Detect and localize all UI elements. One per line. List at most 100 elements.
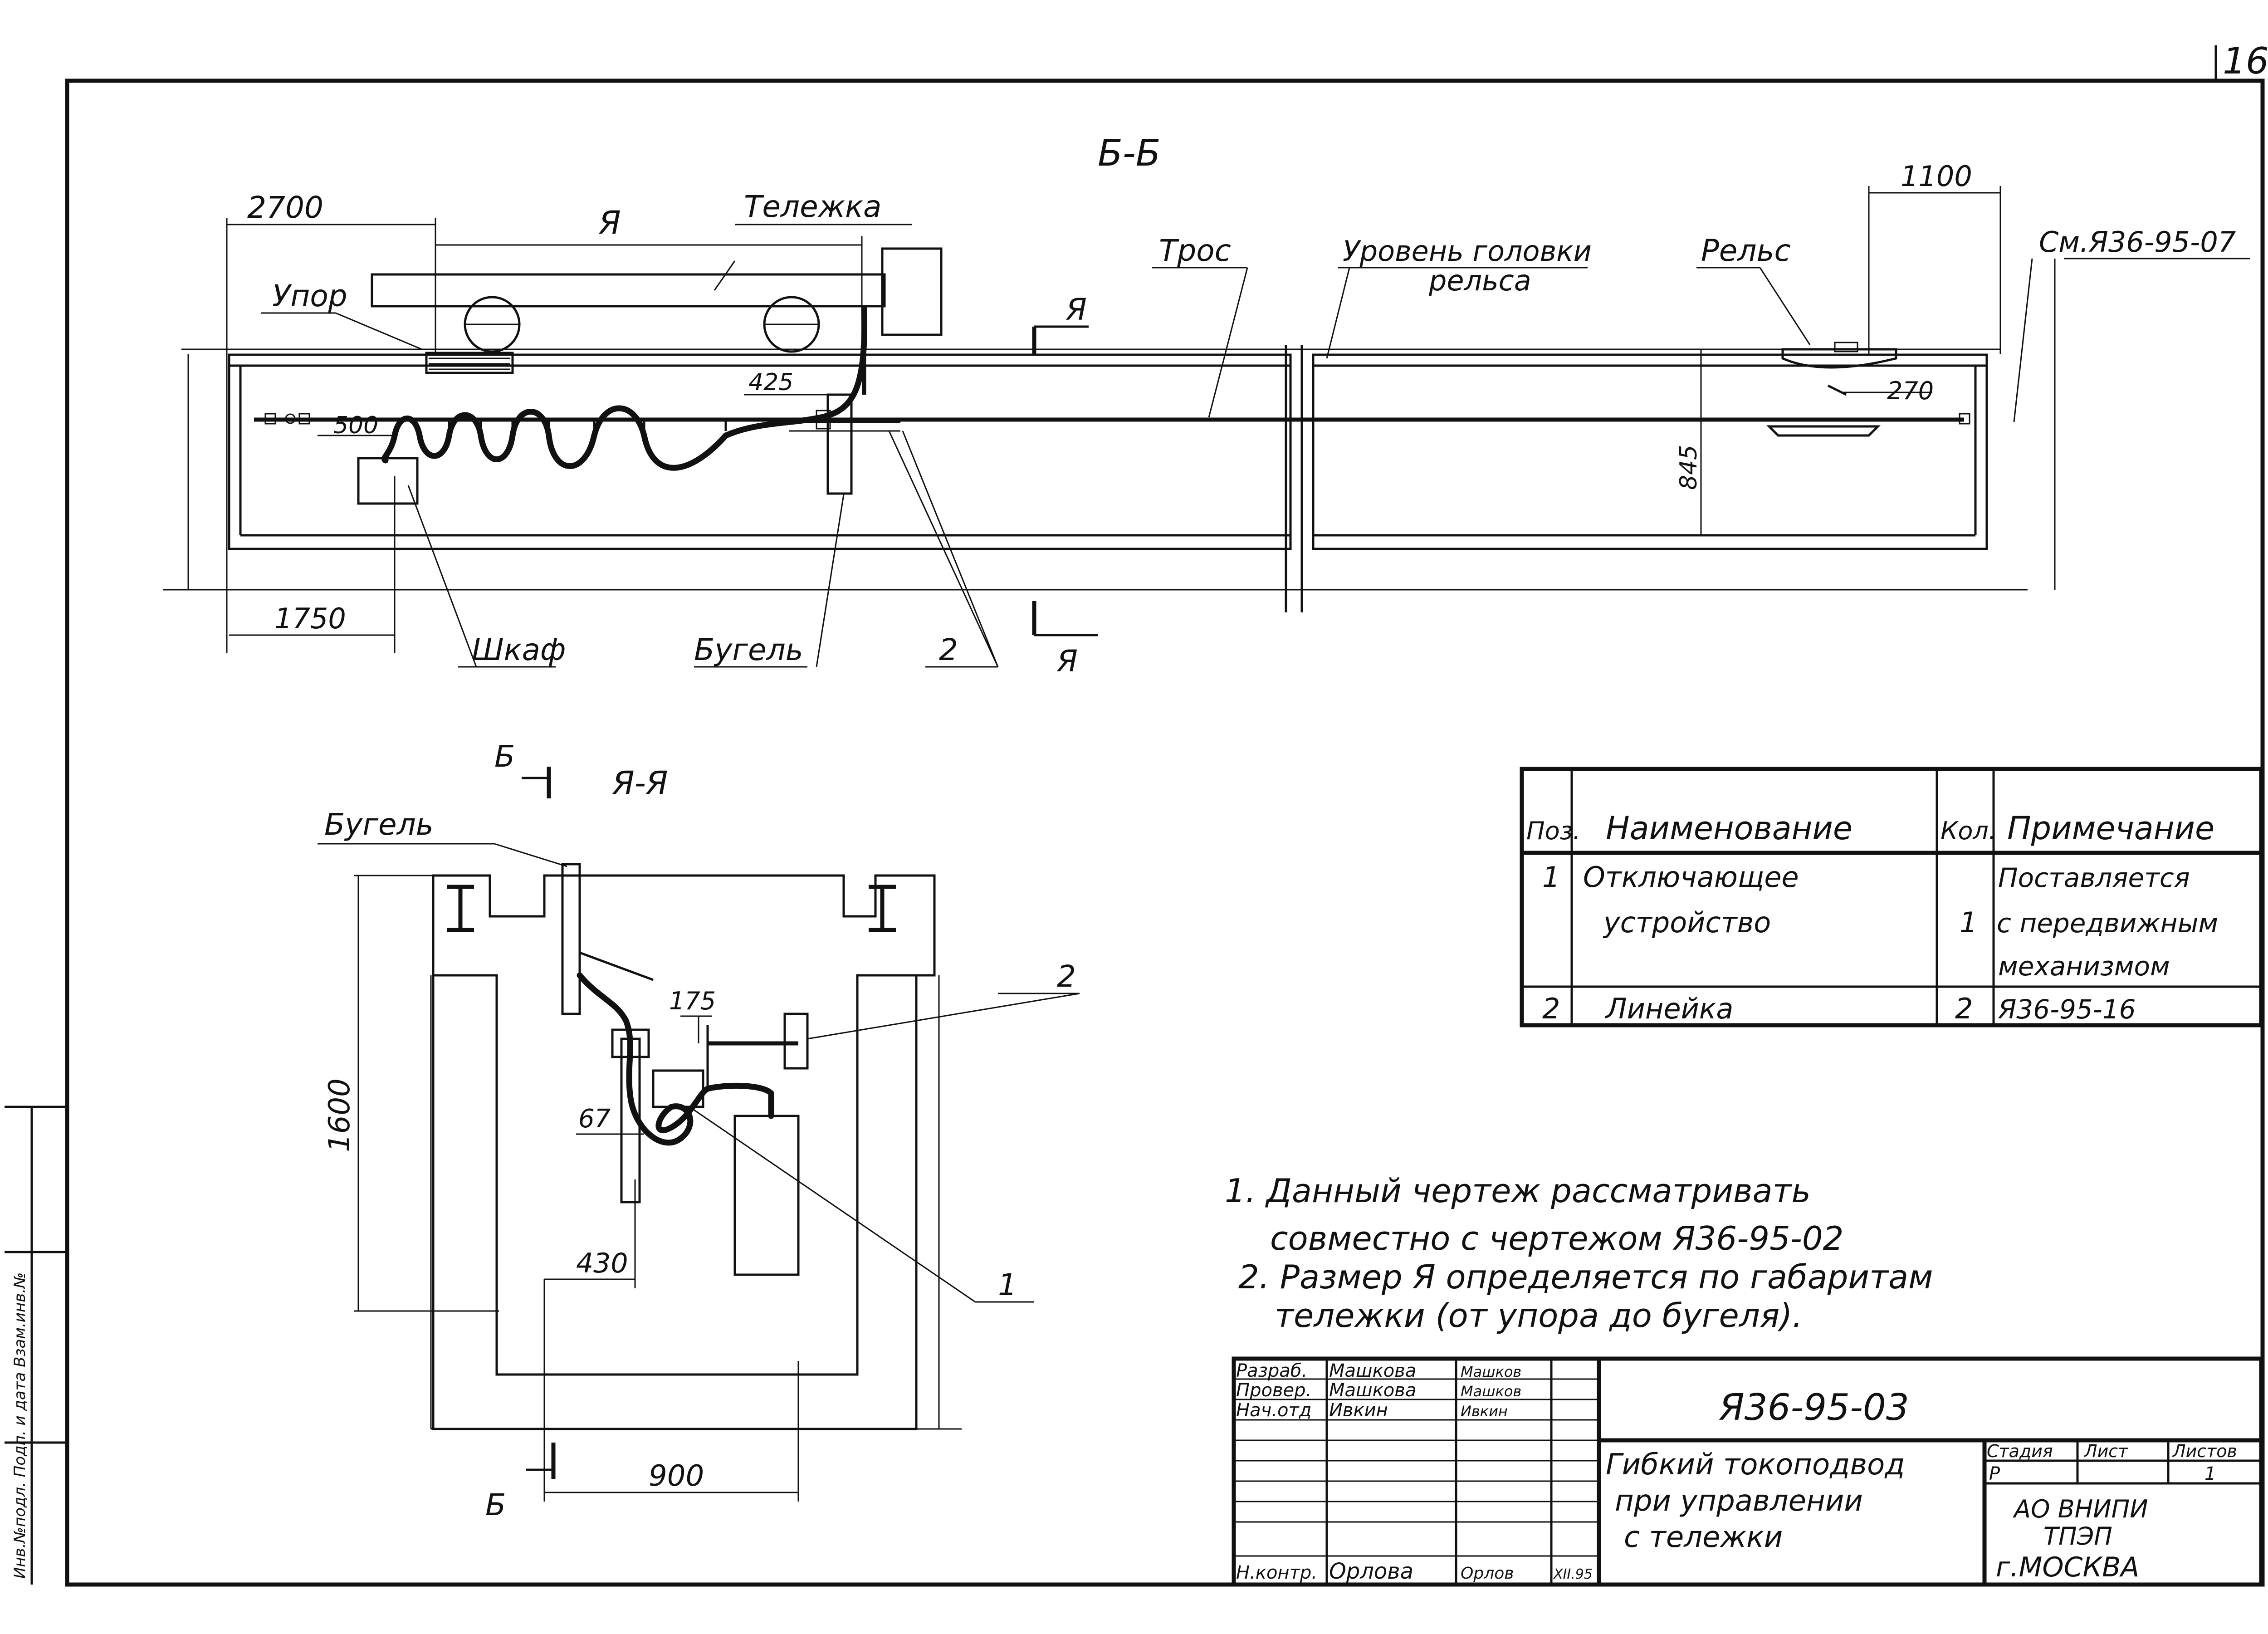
bugel-plate [561, 863, 581, 1015]
bugel-label-aa: Бугель [324, 807, 434, 842]
see-reference: См.Я36-95-07 [2039, 225, 2236, 259]
sheets-header: Листов [2172, 1441, 2237, 1461]
dim-175: 175 [669, 987, 716, 1015]
note-line-4: тележки (от упора до бугеля). [1275, 1296, 1803, 1335]
stage-value: Р [1989, 1463, 2000, 1484]
pos-2-label-bb: 2 [939, 632, 958, 667]
spec-row2-name: устройство [1603, 906, 1771, 939]
rail-detail [1766, 342, 1897, 437]
bugel-label-bb: Бугель [694, 632, 803, 667]
stage-header: Стадия [1987, 1441, 2053, 1461]
spec-row2-note: с передвижным [1997, 908, 2218, 939]
role-checker: Провер. [1236, 1380, 1311, 1401]
rail-label: Рельс [1701, 233, 1791, 268]
org-line-2: ТПЭП [2043, 1522, 2112, 1551]
spec-row1-note: Поставляется [1998, 862, 2190, 893]
flexible-cable [381, 305, 868, 471]
spec-header-pos: Поз. [1526, 817, 1581, 845]
spec-row3-note: механизмом [1998, 951, 2170, 982]
dim-2700: 2700 [247, 190, 323, 225]
trolley-control-box [881, 247, 943, 336]
section-aa: Я-Я Б Б [318, 739, 1080, 1522]
pit-outline-right [1312, 353, 1988, 550]
spec-row4-note: Я36-95-16 [1998, 994, 2136, 1025]
trolley-label: Тележка [744, 189, 881, 224]
sign-checker: Машков [1461, 1383, 1521, 1400]
name-checker: Машкова [1329, 1380, 1416, 1401]
dim-430: 430 [576, 1248, 628, 1279]
cut-a-bottom-label: Я [1056, 644, 1078, 679]
note-line-1: 1. Данный чертеж рассматривать [1225, 1172, 1811, 1210]
pit-cross-section [432, 874, 936, 1430]
sheets-value: 1 [2204, 1463, 2216, 1484]
sheet-header: Лист [2083, 1441, 2129, 1461]
general-notes: 1. Данный чертеж рассматривать совместно… [1225, 1172, 1933, 1335]
dim-a: Я [598, 204, 621, 241]
rail-level-label-2: рельса [1428, 264, 1531, 297]
cut-mark-a [1032, 325, 1098, 636]
dim-425: 425 [748, 369, 793, 396]
sign-developer: Машков [1461, 1363, 1521, 1380]
dim-1750: 1750 [274, 602, 346, 635]
cabinet [357, 457, 419, 505]
spec-header-name: Наименование [1606, 810, 1853, 847]
dim-270: 270 [1887, 377, 1934, 405]
pos-2-label-aa: 2 [1057, 959, 1076, 994]
spec-row1-name: Отключающее [1583, 861, 1799, 894]
org-line-1: АО ВНИПИ [2013, 1495, 2148, 1523]
left-binding-strip: Инв.№подл. Подп. и дата Взам.инв.№ [5, 1106, 67, 1585]
aa-leader-lines [318, 843, 1080, 1303]
dim-67: 67 [578, 1104, 611, 1134]
title-line-1: Гибкий токоподвод [1606, 1448, 1905, 1482]
cable-hangers [448, 420, 727, 431]
control-cabinet-aa [733, 1115, 800, 1276]
role-developer: Разраб. [1236, 1360, 1307, 1381]
spec-table: Поз. Наименование Кол. Примечание 1 Откл… [1520, 767, 2263, 1027]
dim-900: 900 [649, 1459, 704, 1493]
spec-header-note: Примечание [2007, 810, 2214, 847]
rope-end-right [1959, 408, 1988, 431]
org-line-3: г.МОСКВА [1996, 1551, 2139, 1583]
title-block: Разраб. Машкова Машков Провер. Машкова М… [1232, 1356, 2263, 1587]
leader-lines [261, 260, 1811, 668]
cut-b-top-label: Б [494, 739, 515, 774]
disconnect-device [611, 1013, 809, 1276]
spec-row1-pos: 1 [1542, 861, 1560, 894]
title-line-3: с тележки [1624, 1521, 1783, 1554]
section-bb-title: Б-Б [1098, 132, 1161, 174]
section-aa-title: Я-Я [612, 764, 668, 802]
dim-845: 845 [1675, 445, 1702, 490]
name-norm-control: Орлова [1329, 1559, 1413, 1584]
dimension-lines [163, 186, 2250, 653]
sheet-number: 16 [2223, 40, 2268, 82]
spec-row4-name: Линейка [1605, 992, 1733, 1025]
dim-500: 500 [333, 412, 378, 439]
role-norm-control: Н.контр. [1236, 1562, 1317, 1583]
trolley [371, 247, 943, 353]
cut-b-bottom-label: Б [485, 1487, 506, 1522]
rope-label: Трос [1159, 233, 1231, 268]
dim-1600: 1600 [323, 1078, 357, 1152]
flexible-cable-aa [577, 972, 774, 1146]
spec-row4-pos: 2 [1542, 992, 1560, 1025]
section-bb: Б-Б [163, 132, 2250, 679]
name-developer: Машкова [1329, 1360, 1416, 1381]
rail-level-label: Уровень головки [1343, 235, 1592, 268]
stop-label: Упор [272, 279, 347, 313]
dim-1100: 1100 [1901, 160, 1972, 193]
name-head: Ивкин [1329, 1400, 1388, 1421]
binding-strip-text: Инв.№подл. Подп. и дата Взам.инв.№ [11, 1272, 29, 1579]
rope-end-left [264, 413, 310, 425]
role-head: Нач.отд [1236, 1400, 1311, 1421]
cut-a-top-label: Я [1066, 292, 1087, 327]
aa-dimension-lines [354, 875, 962, 1502]
sign-head: Ивкин [1461, 1403, 1508, 1420]
note-line-3: 2. Размер Я определяется по габаритам [1238, 1258, 1933, 1296]
date: XII.95 [1553, 1566, 1593, 1582]
doc-code: Я36-95-03 [1719, 1386, 1909, 1429]
pos-1-label-aa: 1 [998, 1267, 1017, 1302]
note-line-2: совместно с чертежом Я36-95-02 [1270, 1219, 1843, 1257]
stop-block [425, 352, 514, 374]
spec-row4-qty: 2 [1955, 992, 1973, 1025]
cabinet-label: Шкаф [472, 632, 566, 667]
